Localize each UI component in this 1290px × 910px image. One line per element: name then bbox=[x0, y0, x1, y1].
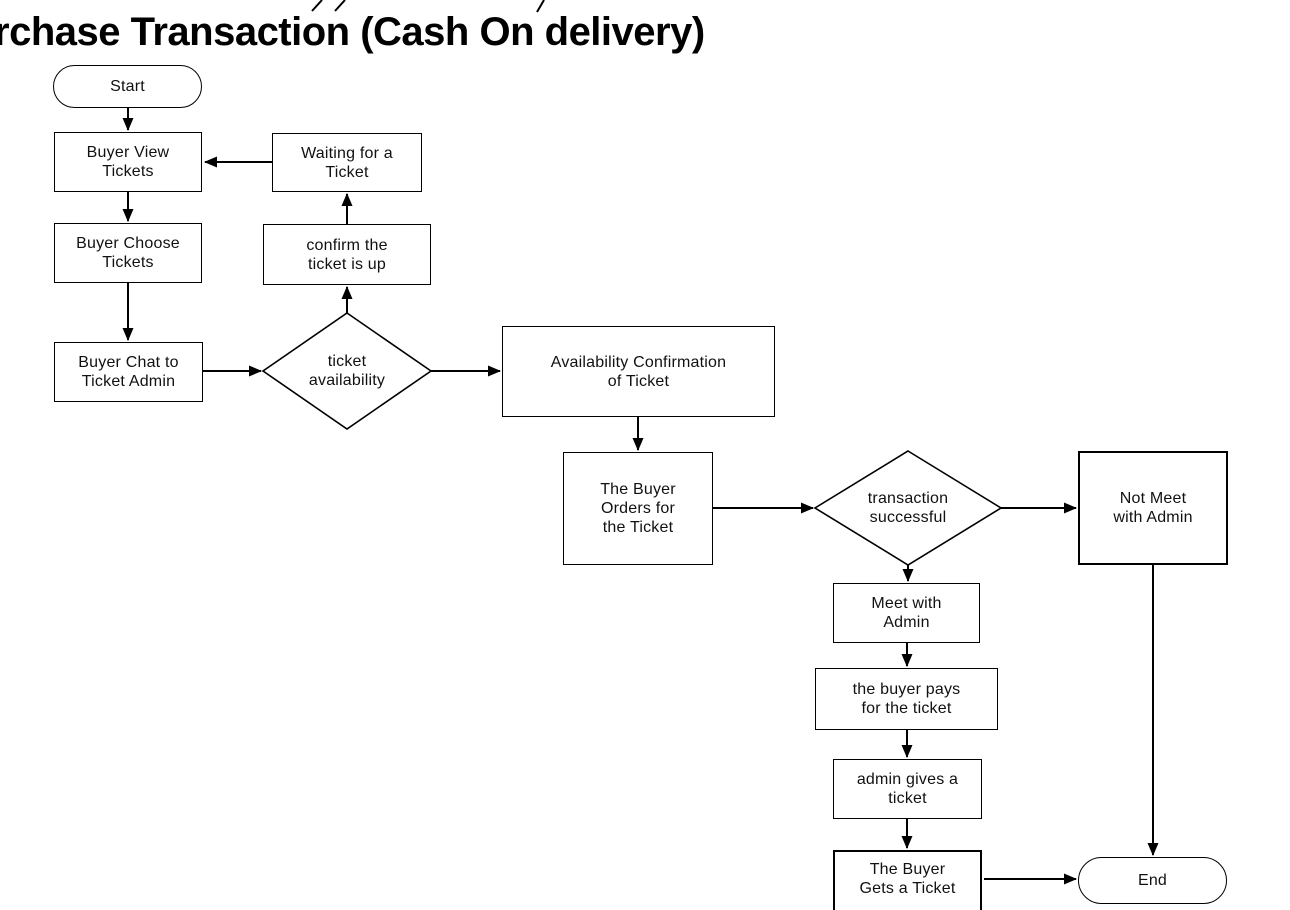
node-end-label: End bbox=[1137, 872, 1168, 889]
node-buyer-orders: The Buyer Orders for the Ticket bbox=[563, 452, 713, 565]
node-buyer-gets-ticket-label: The Buyer Gets a Ticket bbox=[859, 861, 956, 897]
node-buyer-gets-ticket: The Buyer Gets a Ticket bbox=[833, 850, 982, 910]
node-start-label: Start bbox=[110, 78, 145, 95]
node-not-meet-admin: Not Meet with Admin bbox=[1078, 451, 1228, 565]
node-buyer-view-tickets: Buyer View Tickets bbox=[54, 132, 202, 192]
node-confirm-ticket-up: confirm the ticket is up bbox=[263, 224, 431, 285]
node-buyer-view-tickets-label: Buyer View Tickets bbox=[86, 144, 170, 180]
node-waiting-for-ticket: Waiting for a Ticket bbox=[272, 133, 422, 192]
node-end: End bbox=[1078, 857, 1227, 904]
node-transaction-successful: transaction successful bbox=[833, 479, 983, 537]
node-buyer-pays-label: the buyer pays for the ticket bbox=[852, 681, 961, 717]
node-buyer-pays: the buyer pays for the ticket bbox=[815, 668, 998, 730]
node-confirm-ticket-up-label: confirm the ticket is up bbox=[306, 236, 388, 273]
node-meet-admin-label: Meet with Admin bbox=[871, 595, 942, 631]
node-availability-confirmation-label: Availability Confirmation of Ticket bbox=[550, 353, 727, 390]
node-transaction-successful-label: transaction successful bbox=[867, 490, 949, 526]
node-admin-gives-ticket: admin gives a ticket bbox=[833, 759, 982, 819]
node-buyer-chat-admin: Buyer Chat to Ticket Admin bbox=[54, 342, 203, 402]
page-title: rchase Transaction (Cash On delivery) bbox=[0, 10, 705, 54]
cropped-text-fragments bbox=[311, 0, 545, 13]
node-buyer-orders-label: The Buyer Orders for the Ticket bbox=[600, 481, 676, 536]
node-buyer-choose-tickets: Buyer Choose Tickets bbox=[54, 223, 202, 283]
node-ticket-availability-label: ticket availability bbox=[308, 353, 386, 389]
decision-ticket-availability-shape bbox=[261, 312, 433, 430]
node-not-meet-admin-label: Not Meet with Admin bbox=[1113, 490, 1193, 526]
node-buyer-chat-admin-label: Buyer Chat to Ticket Admin bbox=[78, 354, 179, 390]
node-admin-gives-ticket-label: admin gives a ticket bbox=[856, 771, 959, 807]
node-buyer-choose-tickets-label: Buyer Choose Tickets bbox=[76, 235, 180, 271]
node-start: Start bbox=[53, 65, 202, 108]
node-availability-confirmation: Availability Confirmation of Ticket bbox=[502, 326, 775, 417]
decision-transaction-successful-shape bbox=[813, 450, 1003, 566]
node-ticket-availability: ticket availability bbox=[272, 342, 422, 400]
node-meet-admin: Meet with Admin bbox=[833, 583, 980, 643]
flow-arrows bbox=[122, 108, 1159, 885]
node-waiting-for-ticket-label: Waiting for a Ticket bbox=[301, 144, 393, 181]
